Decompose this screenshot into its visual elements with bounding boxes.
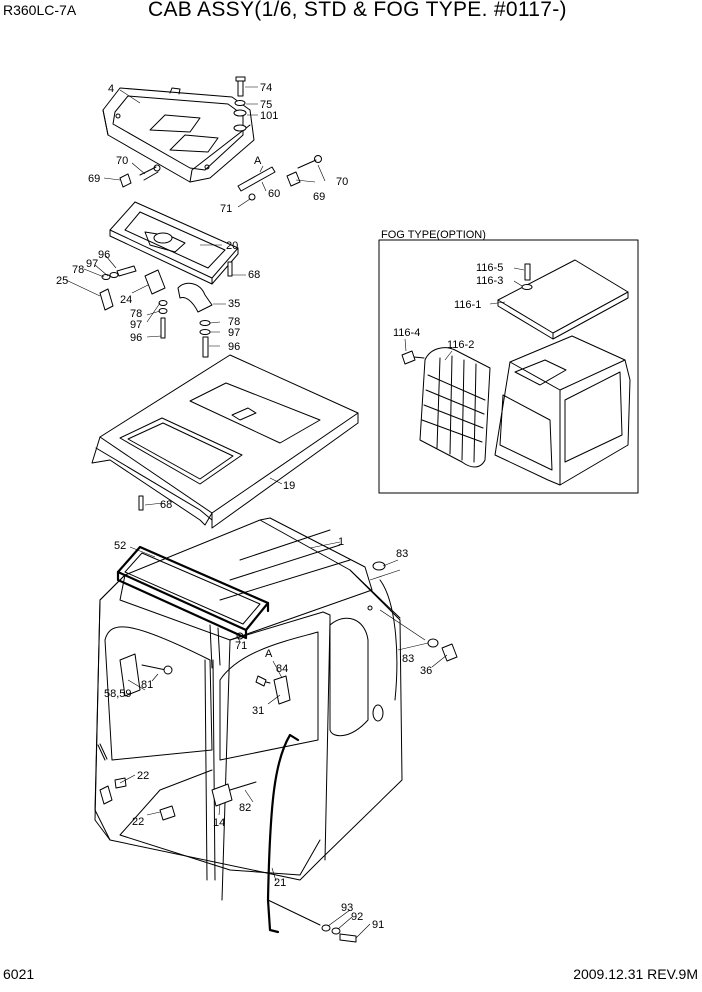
label-part-22: 22 bbox=[137, 770, 149, 782]
label-part-97c: 97 bbox=[228, 327, 240, 339]
label-part-97: 97 bbox=[86, 258, 98, 270]
brackets bbox=[99, 265, 213, 358]
label-part-14: 14 bbox=[213, 817, 225, 829]
label-part-68: 68 bbox=[248, 269, 260, 281]
label-part-70b: 70 bbox=[336, 176, 348, 188]
pin-and-bushings bbox=[119, 155, 322, 201]
label-part-71b: 71 bbox=[235, 640, 247, 652]
model-code: R360LC-7A bbox=[3, 2, 77, 18]
label-part-83: 83 bbox=[396, 548, 408, 560]
label-part-96c: 96 bbox=[228, 341, 240, 353]
handrail-21 bbox=[266, 733, 357, 943]
label-part-20: 20 bbox=[226, 240, 238, 252]
label-part-24: 24 bbox=[120, 294, 132, 306]
label-part-78b: 78 bbox=[130, 308, 142, 320]
label-part-70: 70 bbox=[116, 155, 128, 167]
label-part-78c: 78 bbox=[228, 316, 240, 328]
frame-part-20 bbox=[109, 201, 239, 285]
main-cab-body bbox=[94, 517, 403, 901]
hatch-frame-52 bbox=[116, 545, 270, 669]
page-number: 6021 bbox=[3, 966, 35, 982]
label-part-35: 35 bbox=[228, 298, 240, 310]
revision-date: 2009.12.31 REV.9M bbox=[573, 966, 698, 982]
label-part-96b: 96 bbox=[130, 332, 142, 344]
fog-type-frame bbox=[378, 239, 639, 494]
label-part-71: 71 bbox=[220, 203, 232, 215]
label-part-116-4: 116-4 bbox=[393, 327, 420, 339]
label-part-78: 78 bbox=[72, 264, 84, 276]
label-part-84: 84 bbox=[276, 663, 288, 675]
label-part-81: 81 bbox=[141, 679, 153, 691]
label-part-97b: 97 bbox=[130, 319, 142, 331]
label-part-116-5: 116-5 bbox=[476, 262, 503, 274]
label-part-1: 1 bbox=[338, 536, 344, 548]
label-part-31: 31 bbox=[252, 705, 264, 717]
bolt-74 bbox=[233, 76, 247, 132]
label-part-116-1: 116-1 bbox=[454, 299, 481, 311]
label-part-58-59: 58,59 bbox=[104, 688, 132, 700]
page-title: CAB ASSY(1/6, STD & FOG TYPE. #0117-) bbox=[148, 0, 567, 21]
label-part-69b: 69 bbox=[313, 191, 325, 203]
label-part-101: 101 bbox=[260, 110, 278, 122]
fog-guard-parts bbox=[401, 259, 631, 486]
label-part-25: 25 bbox=[56, 275, 68, 287]
label-part-52: 52 bbox=[114, 540, 126, 552]
fog-type-title: FOG TYPE(OPTION) bbox=[381, 229, 486, 241]
label-part-69: 69 bbox=[88, 173, 100, 185]
part-labels: 4 74 75 101 70 69 A 60 70 69 71 20 96 97… bbox=[56, 82, 503, 931]
label-part-21: 21 bbox=[274, 877, 286, 889]
label-part-91: 91 bbox=[372, 919, 384, 931]
label-part-22b: 22 bbox=[132, 816, 144, 828]
label-part-83b: 83 bbox=[402, 653, 414, 665]
label-part-19: 19 bbox=[283, 480, 295, 492]
interior-parts bbox=[97, 561, 458, 821]
label-part-116-2: 116-2 bbox=[447, 339, 474, 351]
label-part-60: 60 bbox=[268, 188, 280, 200]
label-part-4: 4 bbox=[108, 83, 114, 95]
label-part-92: 92 bbox=[351, 911, 363, 923]
label-part-93: 93 bbox=[341, 902, 353, 914]
label-part-75: 75 bbox=[260, 99, 272, 111]
label-part-68b: 68 bbox=[160, 499, 172, 511]
label-detail-a: A bbox=[254, 155, 262, 167]
roof-panel-19 bbox=[91, 354, 359, 529]
label-part-82: 82 bbox=[239, 802, 251, 814]
label-part-36: 36 bbox=[420, 665, 432, 677]
top-cover-part bbox=[102, 87, 255, 183]
label-part-116-3: 116-3 bbox=[476, 275, 503, 287]
leader-lines bbox=[65, 86, 525, 939]
label-detail-a2: A bbox=[265, 648, 273, 660]
label-part-74: 74 bbox=[260, 82, 272, 94]
label-part-96: 96 bbox=[98, 249, 110, 261]
